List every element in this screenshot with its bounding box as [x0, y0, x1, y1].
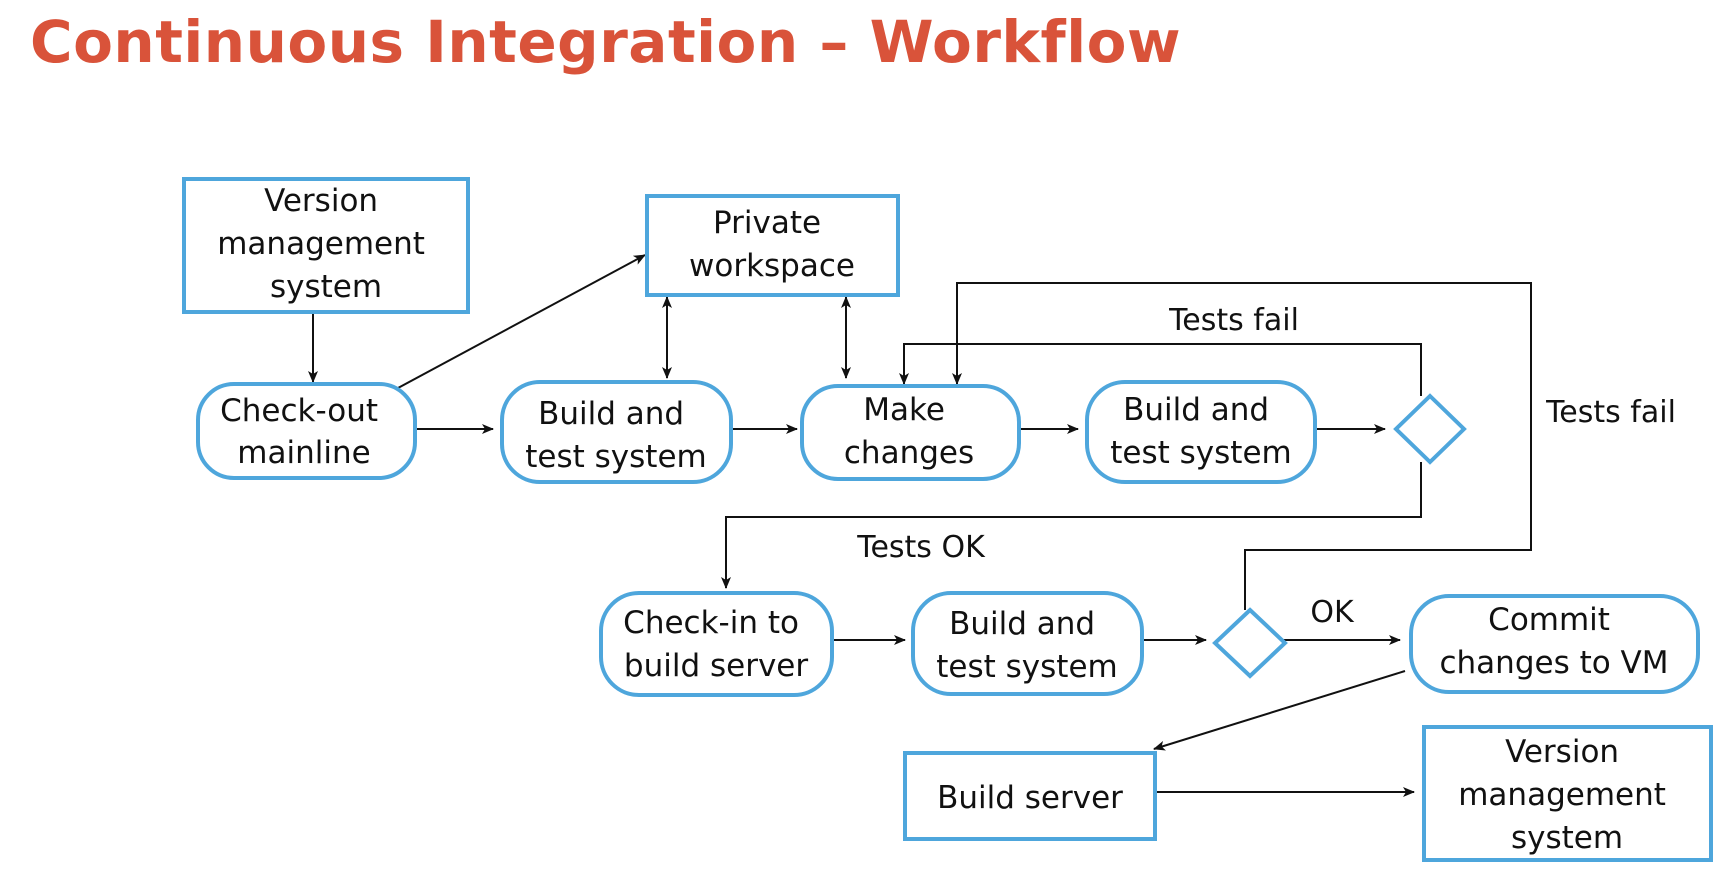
- svg-text:Build and test system: Build and test system: [936, 606, 1117, 685]
- node-make-changes: Make changes: [800, 384, 1021, 481]
- edge-decision2-tests-fail: [952, 282, 1532, 610]
- svg-text:Version management: Version management system: [217, 183, 435, 305]
- node-private-workspace: Private workspace: [645, 194, 900, 297]
- svg-text:Build and test system: Build and test system: [525, 396, 706, 475]
- node-build-server: Build server: [903, 751, 1157, 841]
- edge-label-tests-fail-2: Tests fail: [1545, 395, 1676, 430]
- svg-text:Build server: Build server: [937, 780, 1123, 816]
- node-checkin-build-server: Check-in to build server: [599, 591, 834, 697]
- edge-decision1-tests-ok: [721, 462, 1422, 589]
- svg-text:Version management: Version management system: [1458, 734, 1676, 856]
- svg-text:Commit changes to VM: Commit changes to VM: [1439, 602, 1668, 681]
- decision-diamond-1: [1393, 393, 1467, 465]
- page-title: Continuous Integration – Workflow: [30, 8, 1182, 76]
- node-build-test-3: Build and test system: [911, 591, 1144, 696]
- svg-text:Private workspace: Private workspace: [689, 205, 855, 284]
- node-build-test-1: Build and test system: [500, 380, 733, 484]
- edge-checkout-to-workspace: [397, 254, 646, 389]
- edge-label-tests-ok: Tests OK: [856, 530, 986, 565]
- svg-text:Check-in to build server: Check-in to build server: [623, 605, 809, 684]
- node-commit-changes: Commit changes to VM: [1409, 594, 1700, 694]
- edge-commit-to-build-server: [1153, 670, 1406, 751]
- node-build-test-2: Build and test system: [1085, 380, 1317, 484]
- decision-diamond-2: [1212, 607, 1288, 679]
- node-vms-bottom: Version management system: [1422, 725, 1713, 862]
- svg-text:Make changes: Make changes: [844, 392, 974, 471]
- edge-label-ok: OK: [1310, 595, 1355, 630]
- node-checkout-mainline: Check-out mainline: [196, 382, 417, 480]
- edges: [308, 254, 1532, 797]
- svg-text:Check-out mainline: Check-out mainline: [220, 393, 388, 471]
- edge-label-tests-fail-1: Tests fail: [1168, 303, 1299, 338]
- svg-text:Build and test system: Build and test system: [1110, 392, 1291, 471]
- edge-decision1-tests-fail: [899, 343, 1422, 396]
- node-vms-top: Version management system: [182, 177, 470, 314]
